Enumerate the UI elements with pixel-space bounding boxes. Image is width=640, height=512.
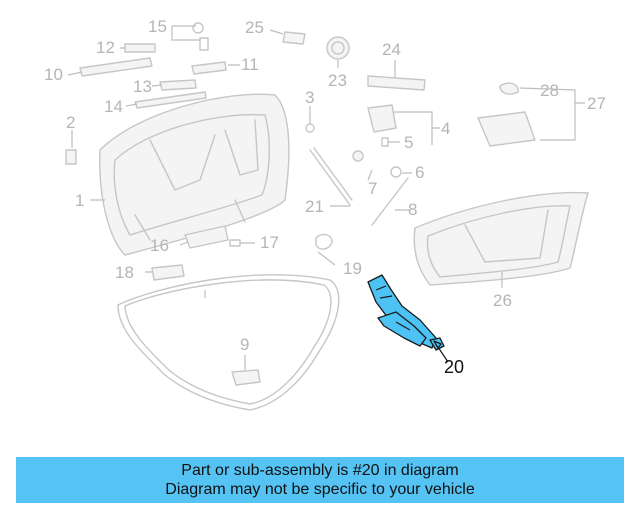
callout-19: 19: [343, 259, 362, 278]
callout-21: 21: [305, 197, 324, 216]
callout-14: 14: [104, 97, 123, 116]
callout-13: 13: [133, 77, 152, 96]
callout-26: 26: [493, 291, 512, 310]
part-15-lock-cylinder: [192, 22, 209, 51]
callout-25: 25: [245, 18, 264, 37]
banner-line-1: Part or sub-assembly is #20 in diagram: [181, 462, 459, 479]
part-2-clip: [65, 149, 77, 165]
part-3-bumper: [305, 123, 315, 133]
callout-5: 5: [404, 133, 413, 152]
callout-11: 11: [241, 55, 259, 74]
weatherstrip: [117, 274, 340, 411]
part-8-rod: [371, 177, 409, 226]
leader-lines: [67, 25, 585, 370]
callout-23: 23: [328, 71, 347, 90]
callout-4: 4: [441, 119, 450, 138]
callout-6: 6: [415, 163, 424, 182]
part-27-lamp: [477, 111, 536, 147]
callout-24: 24: [382, 40, 401, 59]
part-21-strut: [309, 147, 353, 206]
parts-diagram: 15 12 10 13 11 14 25 23 24 2 3 1 4 5 6 7…: [44, 17, 606, 411]
callout-28: 28: [540, 81, 559, 100]
banner-line-2: Diagram may not be specific to your vehi…: [165, 481, 475, 498]
part-25-label: [282, 31, 306, 45]
part-18-striker: [151, 264, 185, 281]
part-16-hinge: [184, 225, 229, 249]
callout-9: 9: [240, 335, 249, 354]
callout-12: 12: [96, 38, 115, 57]
part-12-rail: [124, 43, 156, 53]
callout-1: 1: [75, 191, 84, 210]
callout-10: 10: [44, 65, 63, 84]
callout-18: 18: [115, 263, 134, 282]
callout-17: 17: [260, 233, 279, 252]
part-11-bracket: [191, 61, 227, 75]
callout-7: 7: [368, 179, 377, 198]
callout-2: 2: [66, 113, 75, 132]
part-9-bracket: [231, 369, 261, 386]
part-14-seal: [134, 91, 207, 109]
info-banner: Part or sub-assembly is #20 in diagram D…: [16, 457, 624, 503]
callout-20: 20: [444, 357, 464, 377]
part-10-garnish: [79, 57, 153, 77]
callout-3: 3: [305, 88, 314, 107]
trunk-lid: [99, 93, 290, 256]
callout-15: 15: [148, 17, 167, 36]
part-23-emblem: [326, 36, 350, 60]
part-6-grommet: [390, 166, 402, 178]
part-13-hinge: [159, 79, 197, 91]
callout-8: 8: [408, 200, 417, 219]
part-19-switch: [315, 233, 333, 250]
part-17-nut: [229, 239, 241, 247]
part-5-bolt: [381, 137, 389, 147]
trim-panel: [413, 191, 589, 286]
part-24-nameplate: [367, 75, 426, 91]
callout-27: 27: [587, 94, 606, 113]
callout-16: 16: [150, 236, 169, 255]
callout-numbers: 15 12 10 13 11 14 25 23 24 2 3 1 4 5 6 7…: [44, 17, 606, 377]
part-28-lens: [499, 82, 519, 95]
part-7-stud: [352, 150, 364, 162]
part-20-highlighted: [367, 274, 449, 363]
part-4-latch: [367, 104, 397, 133]
